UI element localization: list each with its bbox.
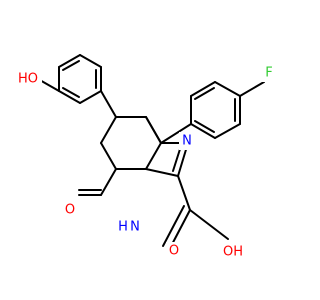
fluorine-label: F	[265, 66, 272, 81]
bond	[190, 81, 216, 97]
molecule-structure: HO F N H N O O OH	[14, 54, 277, 261]
bond	[79, 54, 102, 68]
pyrrole-nitrogen-label: N	[182, 134, 192, 149]
bond	[62, 60, 80, 71]
bond	[58, 54, 81, 68]
bond	[160, 123, 192, 144]
bond	[100, 142, 117, 170]
bond	[214, 81, 241, 97]
bond	[177, 175, 191, 211]
bond	[194, 87, 215, 100]
bond	[214, 123, 241, 139]
bond	[172, 145, 182, 172]
bond	[145, 142, 162, 170]
bond	[100, 90, 117, 118]
amide-nitrogen-label: N	[130, 220, 140, 235]
bond	[189, 209, 229, 240]
bond	[190, 123, 216, 139]
bond	[100, 168, 117, 196]
bond	[194, 120, 215, 133]
acid-hydroxyl-label: OH	[223, 245, 243, 260]
bond	[58, 90, 81, 104]
carbonyl-oxygen-label: O	[169, 244, 179, 259]
amide-hydrogen-label: H	[118, 220, 128, 235]
bond	[239, 81, 265, 97]
bond	[62, 87, 80, 98]
bond	[162, 205, 185, 247]
bond	[100, 116, 117, 144]
bond	[145, 116, 162, 144]
lactam-oxygen-label: O	[65, 203, 75, 218]
hydroxyl-label: HO	[18, 72, 38, 87]
bond	[79, 90, 102, 104]
atom-labels: HO F N H N O O OH	[14, 64, 277, 261]
bonds	[37, 54, 265, 253]
bond	[145, 168, 179, 177]
